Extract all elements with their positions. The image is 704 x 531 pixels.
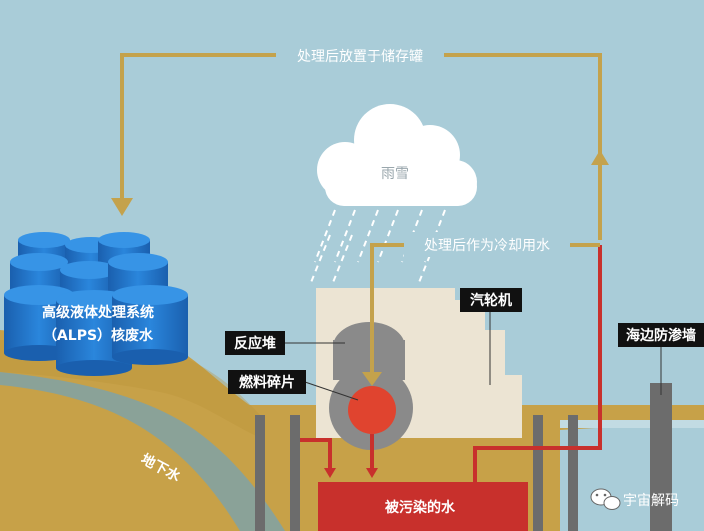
svg-text:汽轮机: 汽轮机 <box>470 292 512 309</box>
cloud <box>317 104 477 206</box>
rain-snow-label: 雨雪 <box>381 166 409 182</box>
arrowhead-down-storage <box>111 198 133 216</box>
contaminated-water-label: 被污染的水 <box>385 499 456 516</box>
tank <box>112 285 188 365</box>
fuel-debris <box>348 386 396 434</box>
contaminated-water-pool <box>318 482 528 531</box>
turbine-label: 汽轮机 <box>460 288 522 312</box>
arrowhead-down-reactor <box>362 372 382 386</box>
svg-text:处理后作为冷却用水: 处理后作为冷却用水 <box>424 238 550 254</box>
red-arrowhead <box>366 468 378 478</box>
svg-text:燃料碎片: 燃料碎片 <box>239 374 295 391</box>
arrowhead-up <box>591 150 609 165</box>
fuel-leader <box>304 381 359 401</box>
storage-label: 处理后放置于储存罐 <box>276 42 444 68</box>
red-pipes <box>300 245 602 482</box>
watermark: 宇宙解码 <box>590 488 679 510</box>
reactor-vessel <box>329 322 413 450</box>
pillar <box>568 415 578 531</box>
pillar <box>290 415 300 531</box>
red-arrowhead <box>324 468 336 478</box>
seawall <box>650 383 672 531</box>
pillar <box>533 415 543 531</box>
reactor-label: 反应堆 <box>225 331 285 355</box>
sea-surface-strip <box>560 420 704 428</box>
pillar <box>255 415 265 531</box>
groundwater-stream <box>0 372 285 531</box>
svg-text:反应堆: 反应堆 <box>234 335 276 352</box>
alps-tanks <box>4 232 188 376</box>
svg-text:海边防渗墙: 海边防渗墙 <box>626 327 696 344</box>
svg-text:处理后放置于储存罐: 处理后放置于储存罐 <box>297 49 423 65</box>
seawall-label: 海边防渗墙 <box>618 323 704 347</box>
alps-label-line1: 高级液体处理系统 <box>42 304 154 321</box>
fuel-label: 燃料碎片 <box>228 370 306 394</box>
sea-water <box>560 422 704 531</box>
cooling-label: 处理后作为冷却用水 <box>404 232 570 257</box>
svg-text:宇宙解码: 宇宙解码 <box>623 493 679 509</box>
alps-label-line2: （ALPS）核废水 <box>43 327 154 344</box>
wechat-icon <box>590 488 621 510</box>
